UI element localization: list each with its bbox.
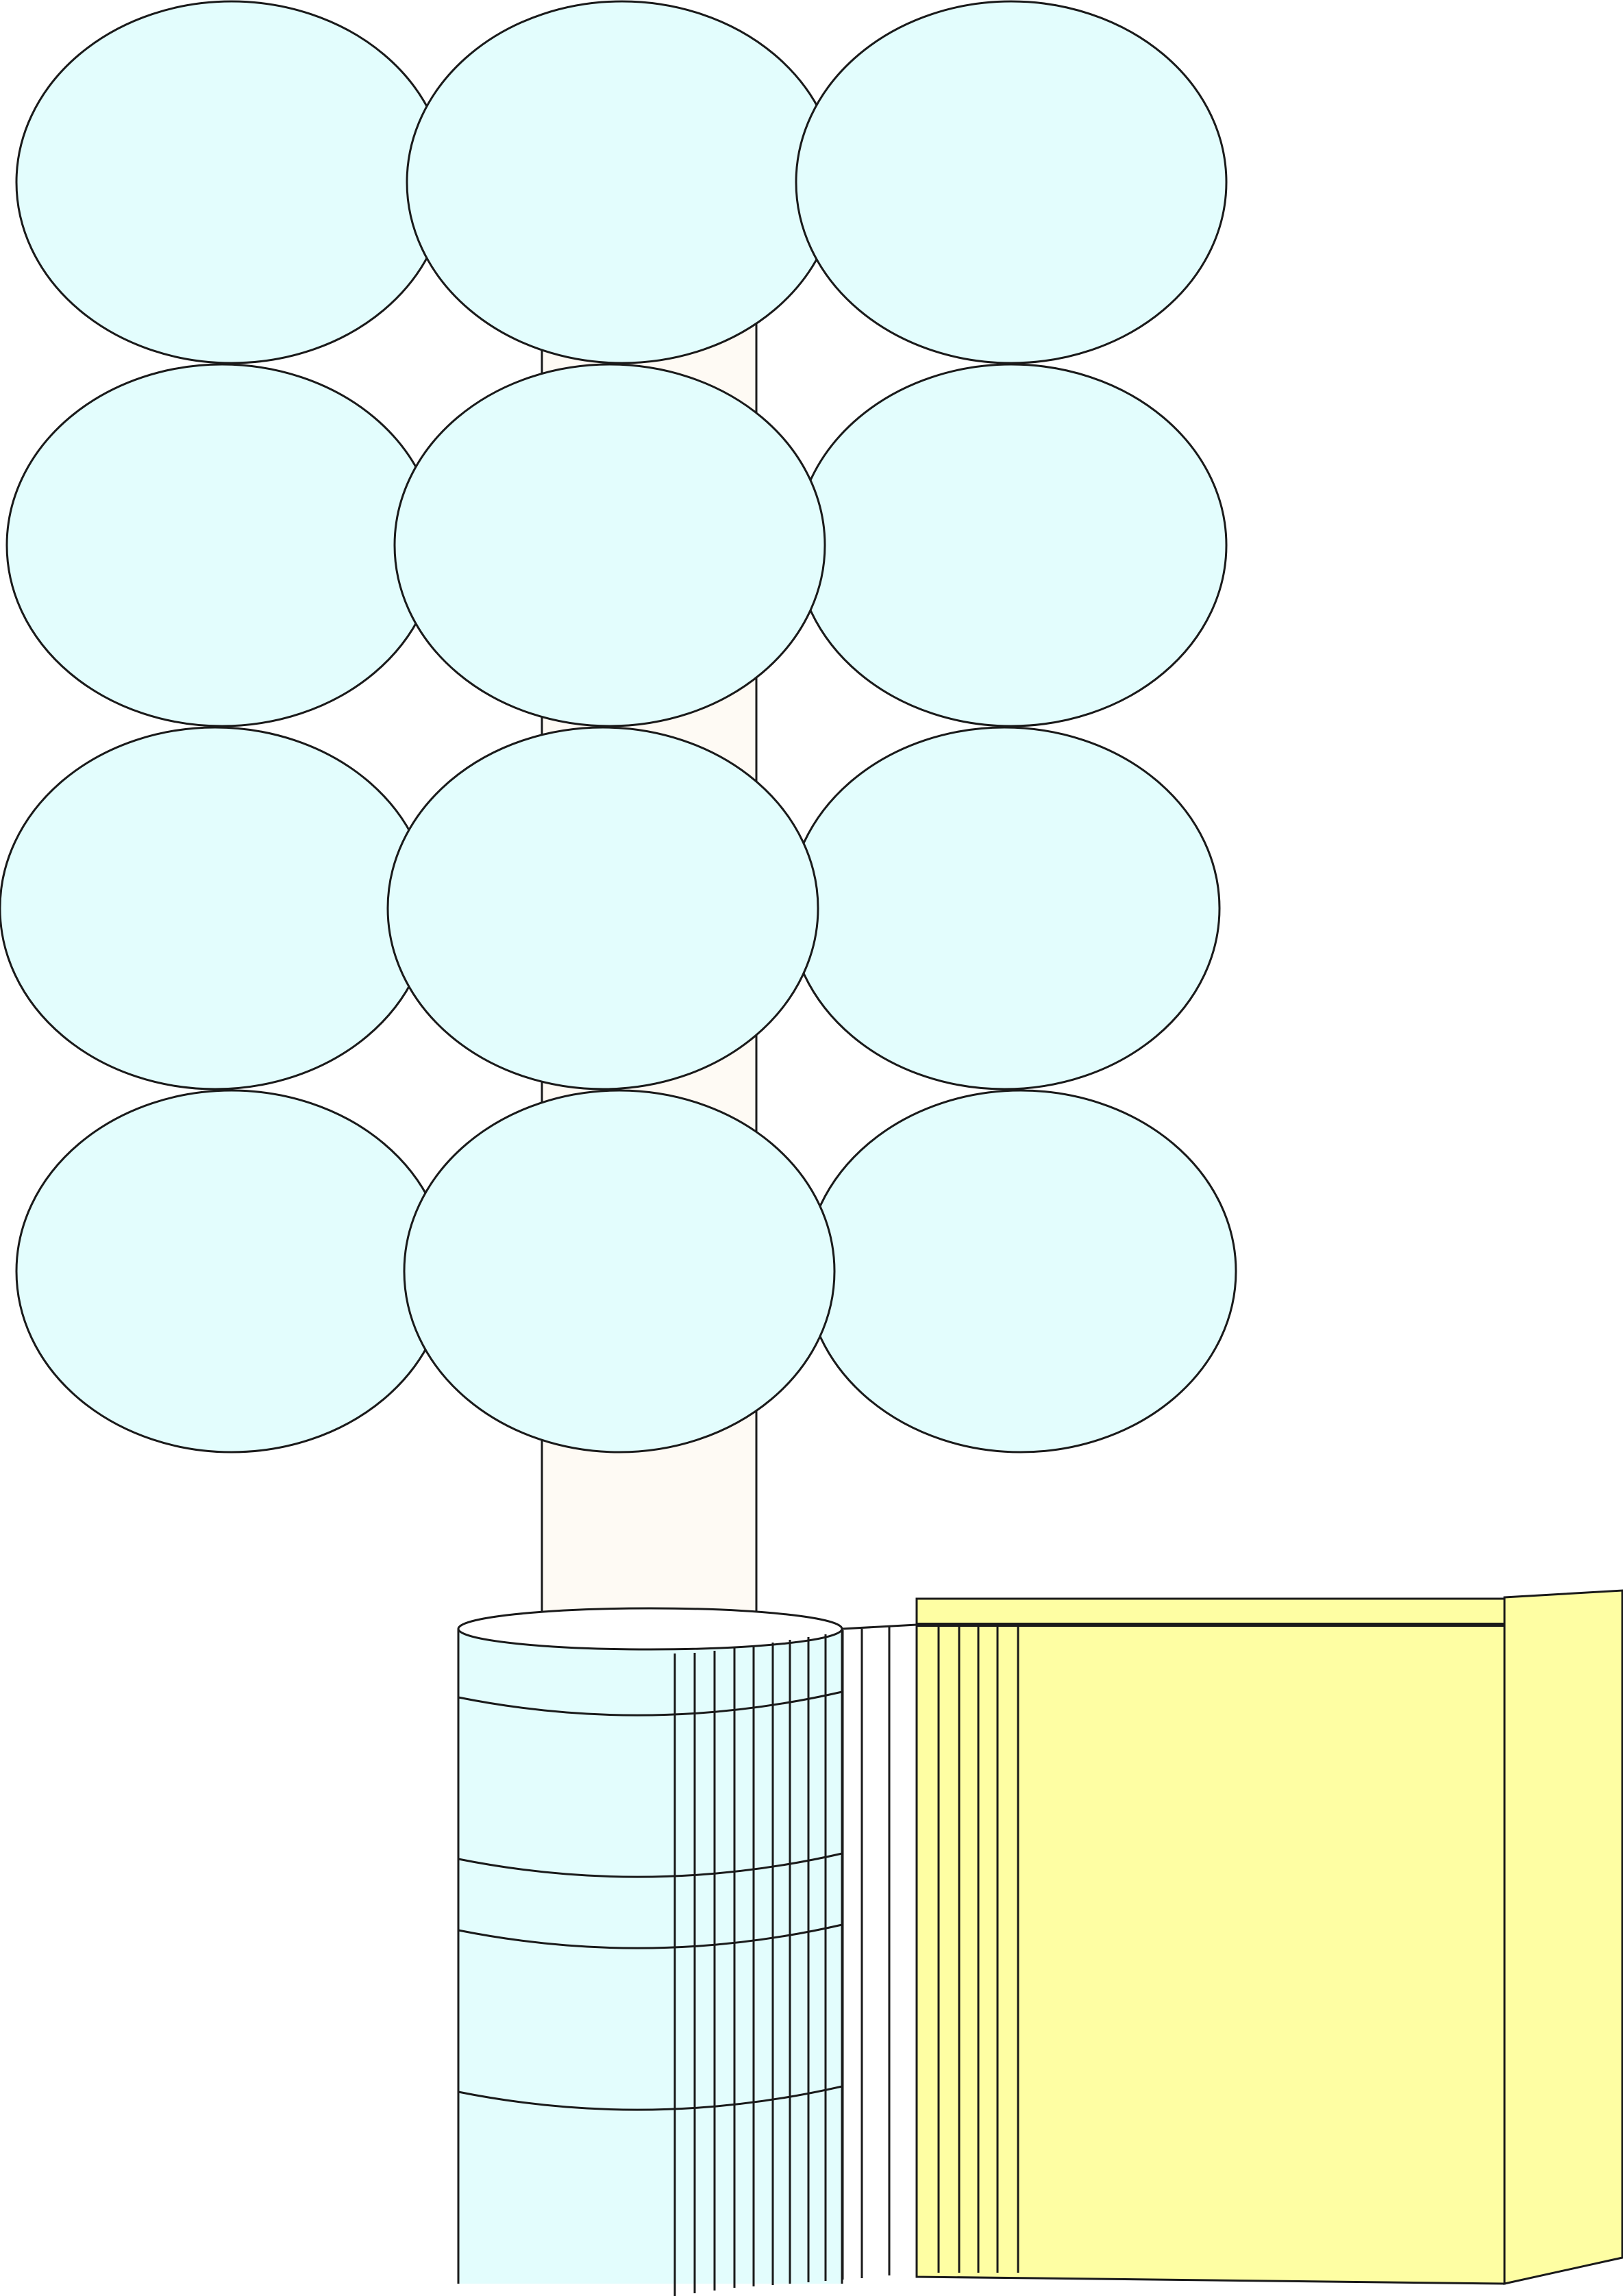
cylinder-band-4 — [458, 2085, 843, 2111]
ellipse-r2-c1 — [5, 363, 438, 727]
cylinder-connector-line — [841, 1623, 917, 1630]
ellipse-r4-c3 — [804, 1089, 1237, 1453]
ellipse-r3-c2 — [386, 726, 819, 1090]
ellipse-r3-c3 — [788, 726, 1221, 1090]
ellipse-r3-c1 — [0, 726, 432, 1090]
cylinder-body — [458, 1629, 842, 2284]
cylinder — [457, 1607, 917, 2296]
cylinder-band-1 — [458, 1690, 843, 1717]
box-front-face — [915, 1597, 1506, 2285]
cylinder-top — [457, 1607, 843, 1651]
ellipse-r4-c2 — [403, 1089, 836, 1453]
cylinder-vertical-lines — [673, 1626, 891, 2296]
ellipse-r1-c2 — [406, 0, 839, 364]
ellipse-r4-c1 — [15, 1089, 448, 1453]
ellipse-grid — [0, 0, 1237, 1453]
ellipse-r2-c2 — [393, 363, 826, 727]
ellipse-r1-c1 — [15, 0, 448, 364]
box-side-face — [1503, 1589, 1623, 2285]
box — [915, 1589, 1623, 2285]
ellipse-r2-c3 — [795, 363, 1228, 727]
cylinder-band-2 — [458, 1852, 843, 1878]
box-vertical-lines — [937, 1625, 1019, 2273]
cylinder-bands — [458, 1690, 843, 2111]
ellipse-r1-c3 — [795, 0, 1228, 364]
cylinder-band-3 — [458, 1923, 843, 1949]
